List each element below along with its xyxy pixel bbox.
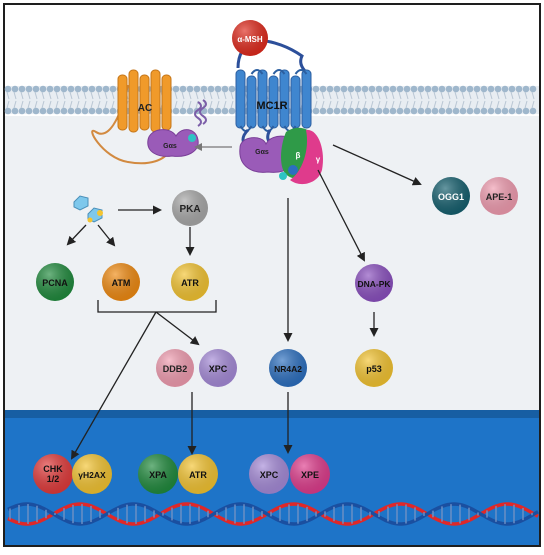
ape1-node: APE-1 xyxy=(480,177,518,215)
atm-label: ATM xyxy=(112,278,131,288)
chk12-node: CHK 1/2 xyxy=(33,454,73,494)
g-beta-label: β xyxy=(296,151,301,160)
atr-nuclear-node: ATR xyxy=(178,454,218,494)
p53-node: p53 xyxy=(355,349,393,387)
ape1-label: APE-1 xyxy=(486,192,513,202)
nr4a2-label: NR4A2 xyxy=(274,364,302,374)
p53-label: p53 xyxy=(366,364,382,374)
pcna-node: PCNA xyxy=(36,263,74,301)
ddb2-node: DDB2 xyxy=(156,349,194,387)
camp-molecules-icon xyxy=(73,195,103,223)
chk-label-line1: CHK xyxy=(43,464,63,474)
xpe-node: XPE xyxy=(290,454,330,494)
nuclear-envelope xyxy=(5,410,539,418)
nr4a2-node: NR4A2 xyxy=(269,349,307,387)
pka-label: PKA xyxy=(179,204,200,215)
xpa-node: XPA xyxy=(138,454,178,494)
xpc-cytoplasm-label: XPC xyxy=(209,364,228,374)
dna-double-helix xyxy=(7,502,539,526)
dna-pk-label: DNA-PK xyxy=(357,279,391,289)
ac-label: AC xyxy=(138,103,152,114)
ddb2-label: DDB2 xyxy=(163,364,188,374)
alpha-msh-ligand: α-MSH xyxy=(232,20,268,56)
xpa-label: XPA xyxy=(149,470,167,480)
pathway-arrows xyxy=(66,143,422,460)
chk-label-line2: 1/2 xyxy=(47,474,60,484)
ogg1-node: OGG1 xyxy=(432,177,470,215)
g-alpha-s-label: Gαs xyxy=(163,143,177,150)
xpe-label: XPE xyxy=(301,470,319,480)
g-protein-heterotrimer: β γ Gαs xyxy=(239,127,324,185)
gamma-h2ax-label: γH2AX xyxy=(78,470,106,480)
xpc-nuclear-node: XPC xyxy=(249,454,289,494)
alpha-msh-label: α-MSH xyxy=(237,35,263,44)
gamma-h2ax-node: γH2AX xyxy=(72,454,112,494)
atr-node: ATR xyxy=(171,263,209,301)
pka-node: PKA xyxy=(172,190,208,226)
mc1r-receptor: MC1R xyxy=(235,38,312,150)
atr-label: ATR xyxy=(181,278,199,288)
mc1r-label: MC1R xyxy=(256,100,287,112)
atm-node: ATM xyxy=(102,263,140,301)
xpc-cytoplasm-node: XPC xyxy=(199,349,237,387)
dna-pk-node: DNA-PK xyxy=(355,264,393,302)
ogg1-label: OGG1 xyxy=(438,192,464,202)
atr-nuclear-label: ATR xyxy=(189,470,207,480)
xpc-nuclear-label: XPC xyxy=(260,470,279,480)
adenylyl-cyclase: AC xyxy=(91,69,172,165)
g-gamma-label: γ xyxy=(316,155,321,164)
pcna-label: PCNA xyxy=(42,278,68,288)
g-alpha-s-ac-bound: Gαs xyxy=(147,99,207,157)
g-alpha-s-active-label: Gαs xyxy=(255,149,269,156)
